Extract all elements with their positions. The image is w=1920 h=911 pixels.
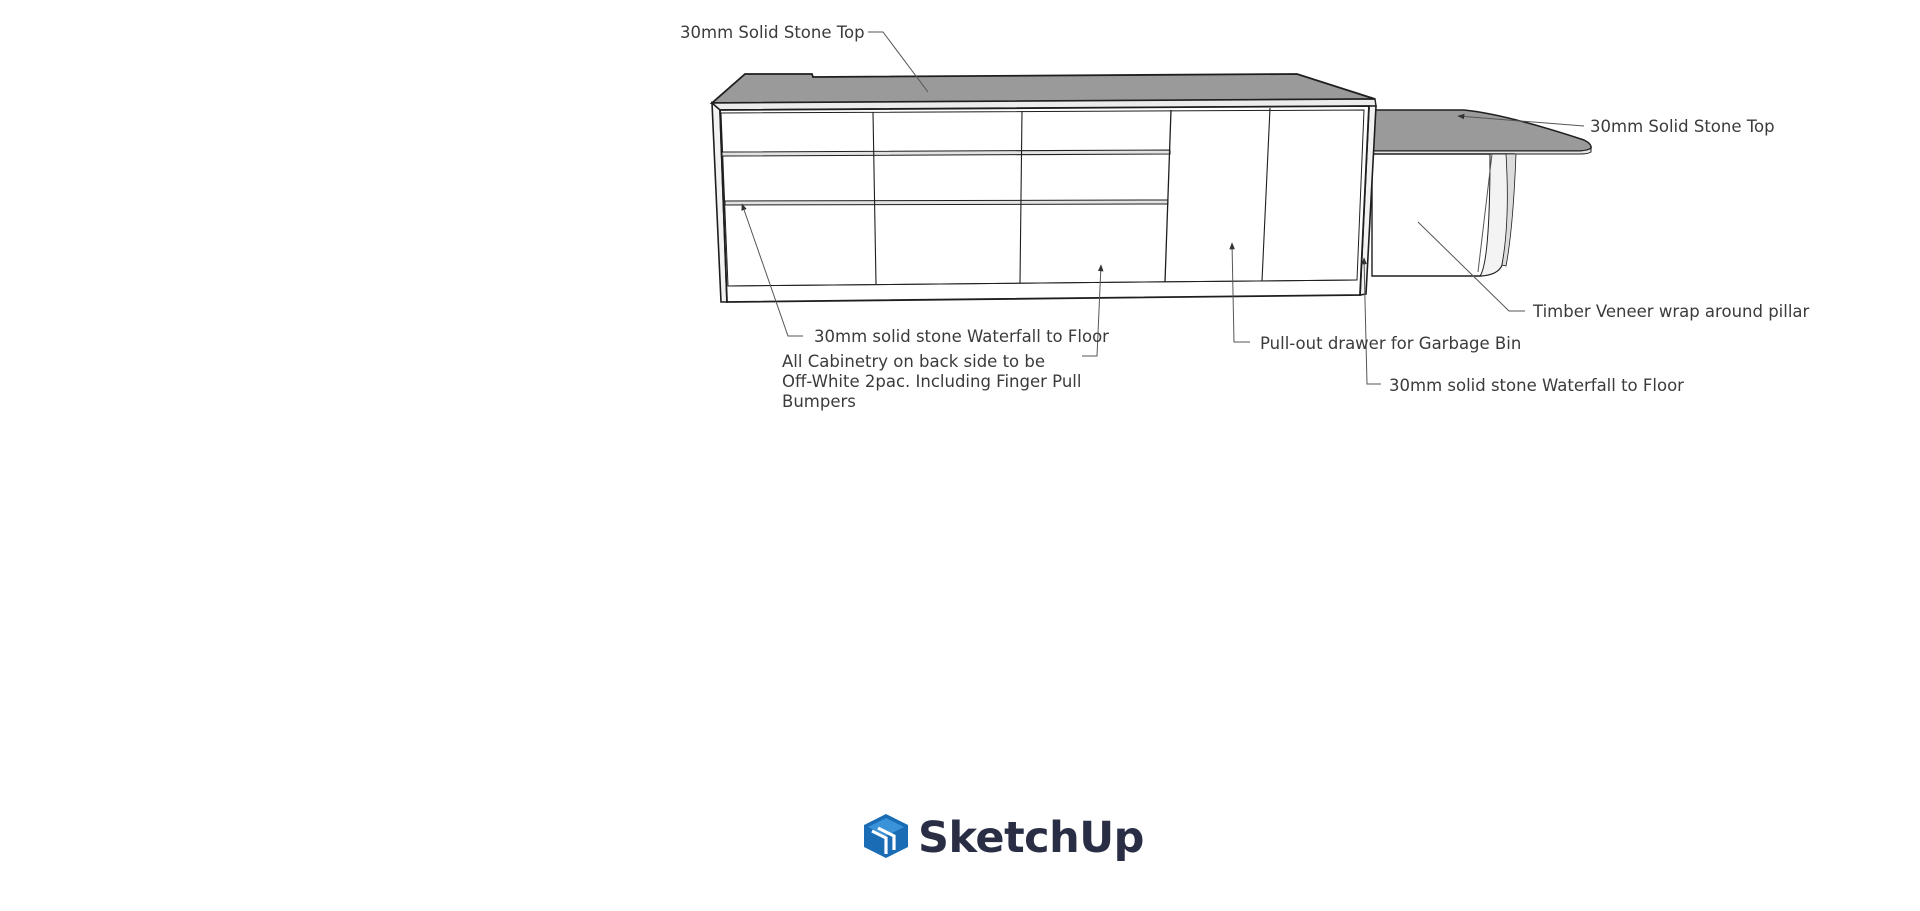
garbage-drawer-divider [1261, 107, 1271, 282]
leader-timber-veneer [1417, 221, 1525, 312]
label-top-left-stone: 30mm Solid Stone Top [680, 23, 865, 42]
cabinet-divider [872, 111, 877, 285]
label-top-right-stone: 30mm Solid Stone Top [1590, 117, 1775, 136]
leader-waterfall-left [741, 203, 803, 337]
label-waterfall-left: 30mm solid stone Waterfall to Floor [814, 327, 1109, 346]
leader-waterfall-right [1361, 257, 1381, 385]
leader-garbage-drawer [1229, 242, 1250, 343]
label-timber-veneer: Timber Veneer wrap around pillar [1532, 302, 1810, 321]
pillar-shadow-line [1477, 153, 1493, 273]
label-waterfall-right: 30mm solid stone Waterfall to Floor [1389, 376, 1684, 395]
label-garbage-drawer: Pull-out drawer for Garbage Bin [1260, 334, 1521, 353]
pillar-back-shade [1501, 153, 1517, 267]
drawer-rail-2 [724, 199, 1169, 206]
sketchup-logo-icon [864, 814, 908, 858]
kitchen-island-model [709, 73, 1592, 303]
leader-cabinetry-note [1082, 264, 1104, 357]
label-cabinetry-note-line-2: Off-White 2pac. Including Finger Pull [782, 372, 1081, 391]
cabinet-divider [1019, 110, 1023, 284]
label-cabinetry-note-line-1: All Cabinetry on back side to be [782, 352, 1045, 371]
annotation-labels: 30mm Solid Stone Top 30mm Solid Stone To… [680, 23, 1810, 411]
kickboard-line [727, 279, 1358, 287]
leader-lines [741, 31, 1585, 385]
right-stone-top-edge [1371, 147, 1592, 155]
sketchup-wordmark: SketchUp [918, 813, 1144, 863]
sketchup-logo: SketchUp [864, 813, 1144, 863]
cabinet-divider [1164, 109, 1172, 283]
label-cabinetry-note-line-3: Bumpers [782, 392, 856, 411]
right-stone-top [1371, 109, 1592, 152]
main-stone-top [709, 73, 1376, 104]
leader-top-left-stone [868, 31, 929, 93]
leader-top-right-stone [1457, 113, 1585, 127]
